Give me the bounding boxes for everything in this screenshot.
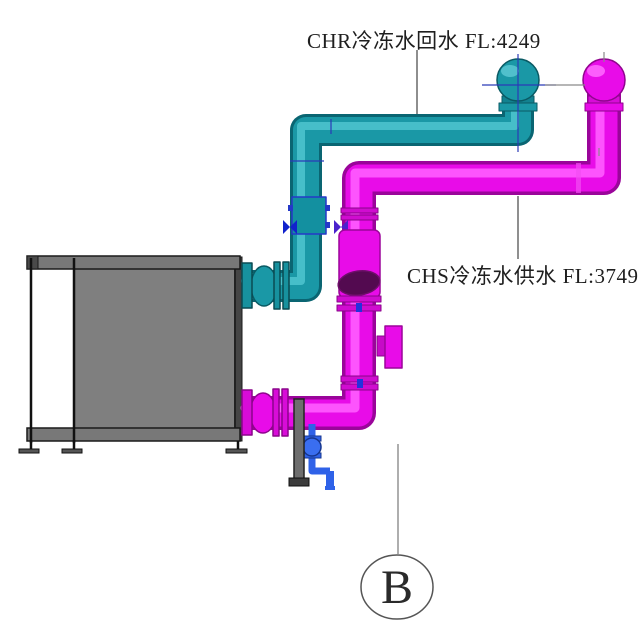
chs-side-tap <box>384 325 403 369</box>
chr-pipe-label: CHR冷冻水回水 FL:4249 <box>307 29 541 53</box>
flow-arrow-icon <box>357 379 363 388</box>
flow-arrow-icon <box>356 303 362 312</box>
drain-valve[interactable] <box>302 437 322 457</box>
grid-bubble-circle <box>360 554 434 620</box>
chr-equipment-connection <box>241 261 290 310</box>
chs-equipment-connection <box>241 388 289 437</box>
equipment-bottom-rail <box>26 427 241 442</box>
chr-butterfly-valve[interactable] <box>283 196 330 235</box>
equipment-body <box>73 267 236 430</box>
chr-valve-handle-icon <box>283 220 297 234</box>
grid-bubble-letter: B <box>381 561 413 614</box>
grid-bubble: B <box>360 554 434 620</box>
pipe-support-post <box>288 398 310 487</box>
chs-supply-pipe[interactable] <box>240 58 626 437</box>
chs-branch-opening <box>337 270 381 296</box>
chs-riser-fittings <box>334 207 403 391</box>
equipment-top-rail <box>26 255 241 270</box>
drain-outlet <box>325 486 335 490</box>
equipment-feet <box>18 441 248 454</box>
leader-lines <box>397 50 519 554</box>
chs-riser-elbow-top <box>582 58 626 112</box>
chs-pipe-ring <box>576 163 581 193</box>
drain-assembly[interactable] <box>302 424 335 490</box>
equipment-top-rail-endcap <box>26 255 39 270</box>
heat-exchanger-unit[interactable] <box>18 255 248 454</box>
centerlines <box>290 52 605 162</box>
chs-pipe-label: CHS冷冻水供水 FL:3749 <box>407 264 639 288</box>
